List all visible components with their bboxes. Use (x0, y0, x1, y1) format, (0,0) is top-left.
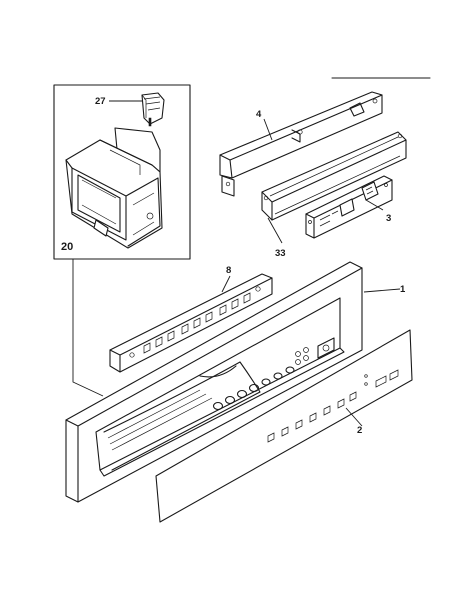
leader-1 (363, 288, 401, 293)
inset-detail-box (53, 84, 191, 260)
part-1-console-panel (65, 261, 363, 503)
part-3-control-board (305, 175, 393, 239)
inset-connector-line (72, 259, 104, 397)
callout-1: 1 (400, 284, 406, 295)
callout-33: 33 (275, 248, 286, 259)
callout-3: 3 (386, 213, 391, 224)
part-20-dispenser-housing (65, 127, 163, 249)
leader-33 (267, 217, 283, 244)
part-8-button-strip (109, 273, 273, 373)
part-27-switch (141, 92, 165, 127)
part-33-gasket (261, 131, 407, 221)
leader-4 (263, 118, 273, 141)
callout-2: 2 (357, 425, 362, 436)
leader-2 (345, 407, 363, 427)
leader-8 (221, 275, 231, 293)
leader-3 (365, 199, 384, 211)
part-2-overlay (155, 329, 413, 523)
callout-4: 4 (256, 109, 262, 120)
callout-8: 8 (226, 265, 231, 276)
callout-27: 27 (95, 96, 106, 107)
callout-20: 20 (61, 241, 73, 253)
part-4-control-housing (219, 91, 383, 197)
